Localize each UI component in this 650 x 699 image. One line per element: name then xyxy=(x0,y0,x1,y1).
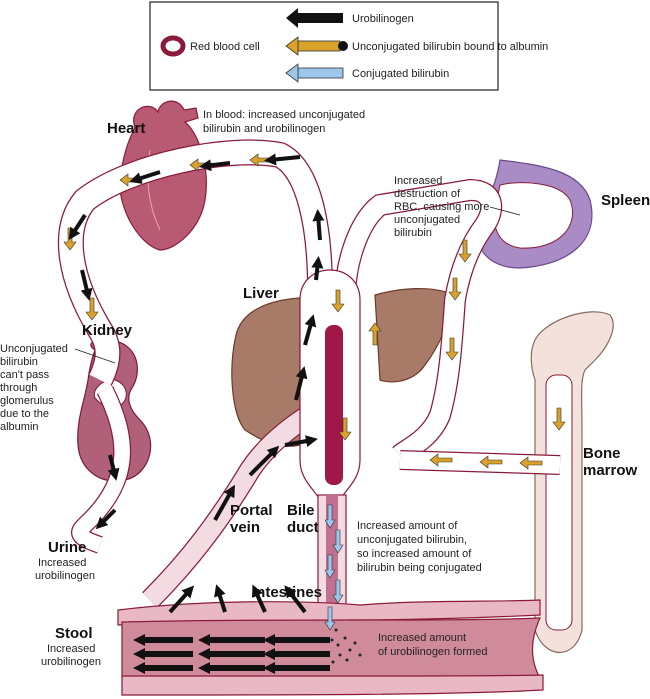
conjugated-bilirubin-arrows xyxy=(324,504,344,631)
urobilinogen-arrow-icon xyxy=(286,8,343,28)
spleen-annotation-line: Increased xyxy=(394,175,442,187)
spleen-annotation-line: destruction of xyxy=(394,188,461,200)
blood-annotation-line: bilirubin and urobilinogen xyxy=(203,123,325,135)
urine-label: Urine xyxy=(48,539,86,556)
legend: Red blood cell Urobilinogen Unconjugated… xyxy=(149,1,548,91)
urine-annotation-line: Increased xyxy=(38,557,86,569)
legend-unconjugated-label: Unconjugated bilirubin bound to albumin xyxy=(352,41,548,53)
urobilinogen-arrows xyxy=(68,153,325,614)
kidney-annotation-line: can't pass xyxy=(0,369,50,381)
kidney-annotation-leader xyxy=(74,348,116,364)
bile-duct-label-line2: duct xyxy=(287,519,319,536)
bile-duct-annotation: Increased amount of unconjugated bilirub… xyxy=(357,520,482,574)
hepatic-sinusoid xyxy=(325,325,343,485)
portal-vein-label-line2: vein xyxy=(230,519,260,536)
spleen-annotation-line: unconjugated xyxy=(394,214,460,226)
kidney-annotation-line: glomerulus xyxy=(0,395,54,407)
bone-marrow-label-line1: Bone xyxy=(583,445,621,462)
kidney-annotation-line: through xyxy=(0,382,37,394)
urine-annotation: Increased urobilinogen xyxy=(35,557,95,582)
legend-rbc-label: Red blood cell xyxy=(190,41,260,53)
unconjugated-bilirubin-arrows xyxy=(63,153,566,470)
spleen-annotation-line: RBC, causing more xyxy=(394,201,489,213)
kidney-label: Kidney xyxy=(82,322,133,339)
urine-annotation-line: urobilinogen xyxy=(35,570,95,582)
intestine-annotation-line: Increased amount xyxy=(378,632,466,644)
bile-duct-label-line1: Bile xyxy=(287,502,315,519)
bile-duct-annotation-line: so increased amount of xyxy=(357,548,472,560)
stool-label: Stool xyxy=(55,625,93,642)
legend-urobilinogen-label: Urobilinogen xyxy=(352,13,414,25)
stool-annotation: Increased urobilinogen xyxy=(41,643,101,668)
spleen-annotation-line: bilirubin xyxy=(394,227,432,239)
spleen xyxy=(477,159,593,269)
kidney-annotation-line: due to the xyxy=(0,408,49,420)
bone-marrow-label-line2: marrow xyxy=(583,462,638,479)
bile-duct-annotation-line: unconjugated bilirubin, xyxy=(357,534,467,546)
bile-duct-annotation-line: Increased amount of xyxy=(357,520,458,532)
intestine-annotation-line: of urobilinogen formed xyxy=(378,646,487,658)
heart-label: Heart xyxy=(107,120,145,137)
liver xyxy=(231,288,456,447)
portal-vein-label-line1: Portal xyxy=(230,502,273,519)
kidney-annotation-line: albumin xyxy=(0,421,39,433)
spleen-label: Spleen xyxy=(601,192,650,209)
kidney-annotation: Unconjugated bilirubin can't pass throug… xyxy=(0,343,116,433)
bone-marrow xyxy=(530,311,614,654)
kidney-annotation-line: Unconjugated xyxy=(0,343,68,355)
unconjugated-bilirubin-arrow-icon xyxy=(285,36,348,56)
kidney-annotation-line: bilirubin xyxy=(0,356,38,368)
conjugated-bilirubin-arrow-icon xyxy=(285,63,344,83)
stool-annotation-line: urobilinogen xyxy=(41,656,101,668)
bile-duct-annotation-line: bilirubin being conjugated xyxy=(357,562,482,574)
red-blood-cell-icon xyxy=(160,35,186,57)
spleen-annotation: Increased destruction of RBC, causing mo… xyxy=(394,175,521,239)
spleen-annotation-leader xyxy=(489,206,521,216)
legend-conjugated-label: Conjugated bilirubin xyxy=(352,68,449,80)
intestines-label: Intestines xyxy=(252,584,322,601)
intestine-annotation: Increased amount of urobilinogen formed xyxy=(378,632,487,658)
stool-urobilinogen-arrows xyxy=(133,628,362,674)
stool-annotation-line: Increased xyxy=(47,643,95,655)
liver-label: Liver xyxy=(243,285,279,302)
blood-annotation-line: In blood: increased unconjugated xyxy=(203,109,365,121)
blood-annotation: In blood: increased unconjugated bilirub… xyxy=(203,109,365,135)
